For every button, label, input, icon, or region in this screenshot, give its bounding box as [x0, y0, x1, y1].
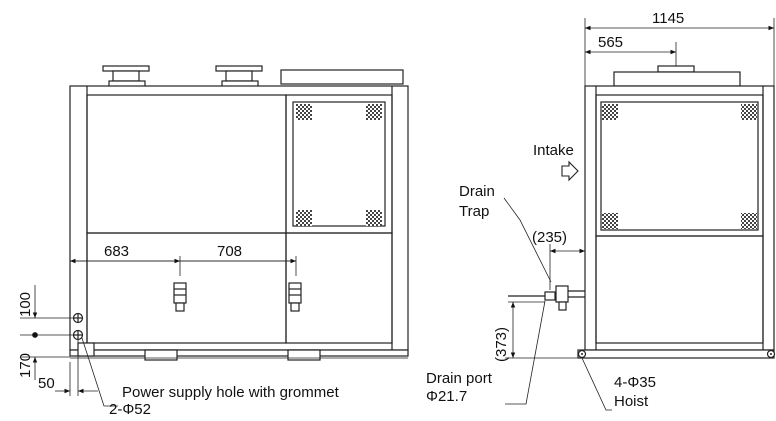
fan-corner-icon [296, 104, 382, 226]
side-inner-frame [600, 101, 759, 231]
drain-trap-label-line2: Trap [459, 203, 489, 220]
unit-body-front [69, 85, 409, 351]
dim-1145: 1145 [652, 10, 684, 27]
side-texts: 1145 565 Intake Drain Trap (235) (373) D… [426, 10, 684, 410]
fan-corner-icon [602, 104, 757, 229]
drain-trap [508, 285, 585, 311]
dim-373: (373) [493, 327, 510, 362]
side-top-cover [613, 71, 741, 87]
hoist-size: 4-Φ35 [614, 374, 656, 391]
front-dim-texts: 683 708 100 170 50 Power supply hole wit… [17, 243, 340, 418]
side-dimensions [503, 18, 775, 411]
drain-trap-label-line1: Drain [459, 183, 495, 200]
drain-port-size: Φ21.7 [426, 388, 467, 405]
drain-port-label: Drain port [426, 370, 493, 387]
intake-label: Intake [533, 142, 574, 159]
hoist-hole-icon [577, 349, 776, 359]
dim-170: 170 [17, 353, 34, 378]
dim-50: 50 [38, 375, 55, 392]
side-lower-panel [595, 235, 764, 344]
dim-708: 708 [217, 243, 242, 260]
base-rail-front [69, 349, 409, 357]
power-supply-hole-size: 2-Φ52 [109, 401, 151, 418]
condenser-frame [285, 94, 393, 234]
side-top-flange [657, 65, 695, 73]
intake-arrow-icon [561, 160, 579, 182]
power-supply-label: Power supply hole with grommet [122, 384, 340, 401]
front-view [69, 65, 409, 361]
side-view [508, 65, 776, 359]
dim-100: 100 [17, 292, 34, 317]
dim-235: (235) [532, 229, 567, 246]
top-duct-right [215, 65, 263, 88]
top-duct-left [102, 65, 150, 88]
front-dimensions [20, 256, 297, 407]
condenser-inner [292, 101, 386, 227]
top-cover [280, 69, 404, 85]
drain-valve-icon [173, 282, 302, 312]
hoist-label: Hoist [614, 393, 649, 410]
dim-565: 565 [598, 34, 623, 51]
dim-683: 683 [104, 243, 129, 260]
base-rail-side [577, 349, 775, 359]
